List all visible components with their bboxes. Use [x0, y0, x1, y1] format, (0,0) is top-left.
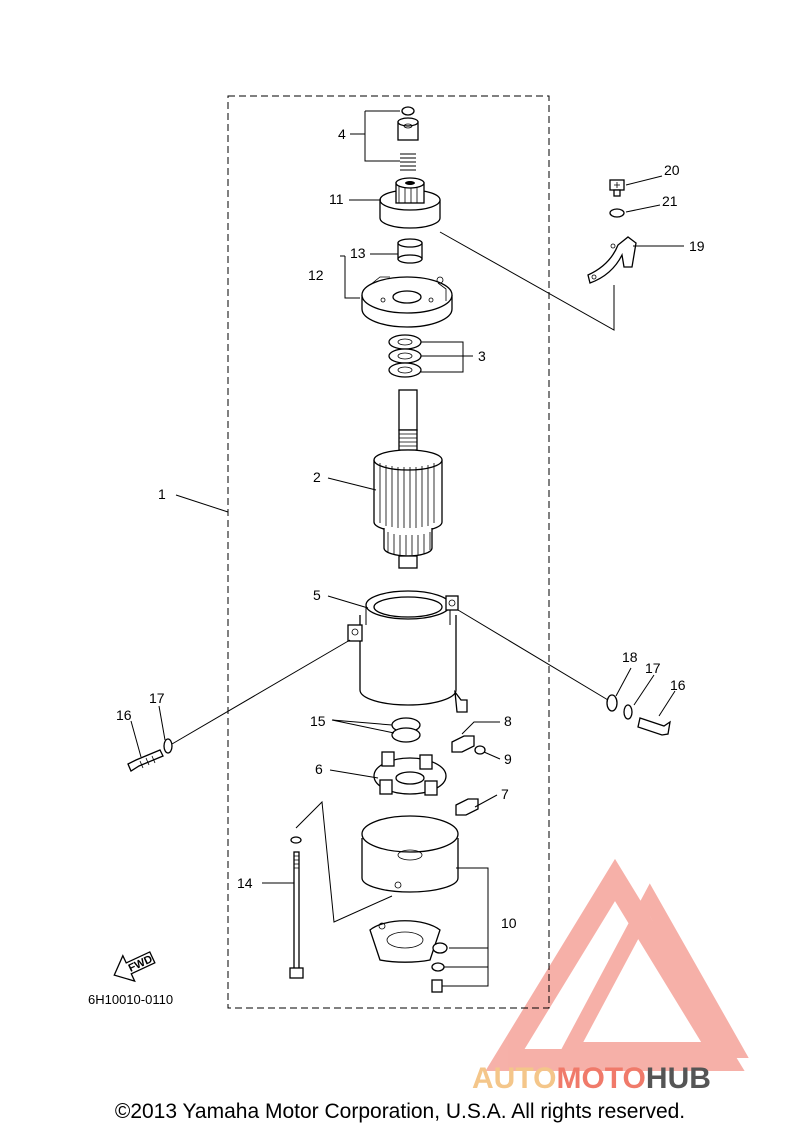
callout-20: 20 [664, 162, 680, 178]
callout-11: 11 [329, 191, 344, 207]
callout-17-left: 17 [149, 690, 165, 706]
part-4-pinion-stop-set [364, 106, 419, 171]
part-14-through-bolt [289, 800, 393, 979]
part-15-washer [391, 717, 421, 743]
callout-1: 1 [158, 486, 166, 502]
callout-10: 10 [501, 915, 517, 931]
leader-right-bolt [457, 609, 609, 701]
part-19-bracket [587, 236, 637, 284]
part-8-brush [451, 735, 475, 753]
part-6-brush-holder [373, 751, 447, 796]
callout-16: 16 [670, 677, 686, 693]
callout-6: 6 [315, 761, 323, 777]
part-3-washers [388, 334, 464, 378]
callout-13: 13 [350, 245, 366, 261]
leader-bracket [439, 231, 615, 331]
part-12-front-bracket [340, 255, 453, 328]
callout-8: 8 [504, 713, 512, 729]
part-13-bushing [397, 238, 423, 264]
callout-2: 2 [313, 469, 321, 485]
drawing-code: 6H10010-0110 [88, 992, 173, 1007]
callout-leaders [130, 133, 684, 884]
brand-hub: HUB [646, 1062, 711, 1095]
assembly-boundary [227, 95, 550, 1009]
part-11-pinion [379, 177, 441, 229]
automotohub-logo-icon [485, 858, 749, 1071]
part-17-washer-right [623, 704, 633, 720]
callout-17: 17 [645, 660, 661, 676]
fwd-arrow-icon: FWD [113, 951, 156, 983]
part-20-screw [609, 179, 625, 197]
brand-auto: AUTO [472, 1062, 556, 1095]
callout-3: 3 [478, 348, 486, 364]
watermark-brand: AUTOMOTOHUB [472, 1062, 711, 1095]
part-2-armature [373, 389, 443, 569]
part-21-washer [609, 208, 625, 218]
callout-12: 12 [308, 267, 324, 283]
callout-19: 19 [689, 238, 705, 254]
callout-7: 7 [501, 786, 509, 802]
part-16-bolt-right [637, 717, 671, 736]
leader-left-bolt [171, 639, 351, 745]
callout-9: 9 [504, 751, 512, 767]
callout-16-left: 16 [116, 707, 132, 723]
part-17-washer-left [163, 738, 173, 754]
callout-5: 5 [313, 587, 321, 603]
part-10-rear-cover [361, 815, 489, 993]
part-18-washer-right [606, 694, 618, 712]
fwd-label: FWD [127, 953, 155, 974]
callout-21: 21 [662, 193, 678, 209]
copyright-notice: ©2013 Yamaha Motor Corporation, U.S.A. A… [114, 1100, 686, 1123]
part-5-yoke [347, 590, 468, 713]
callout-14: 14 [237, 875, 253, 891]
part-16-bolt-left [127, 749, 164, 772]
part-9-screw [474, 745, 486, 755]
part-7-brush [455, 798, 479, 816]
callout-15: 15 [310, 713, 326, 729]
brand-moto: MOTO [556, 1062, 645, 1095]
callout-4: 4 [338, 126, 346, 142]
callout-18: 18 [622, 649, 638, 665]
